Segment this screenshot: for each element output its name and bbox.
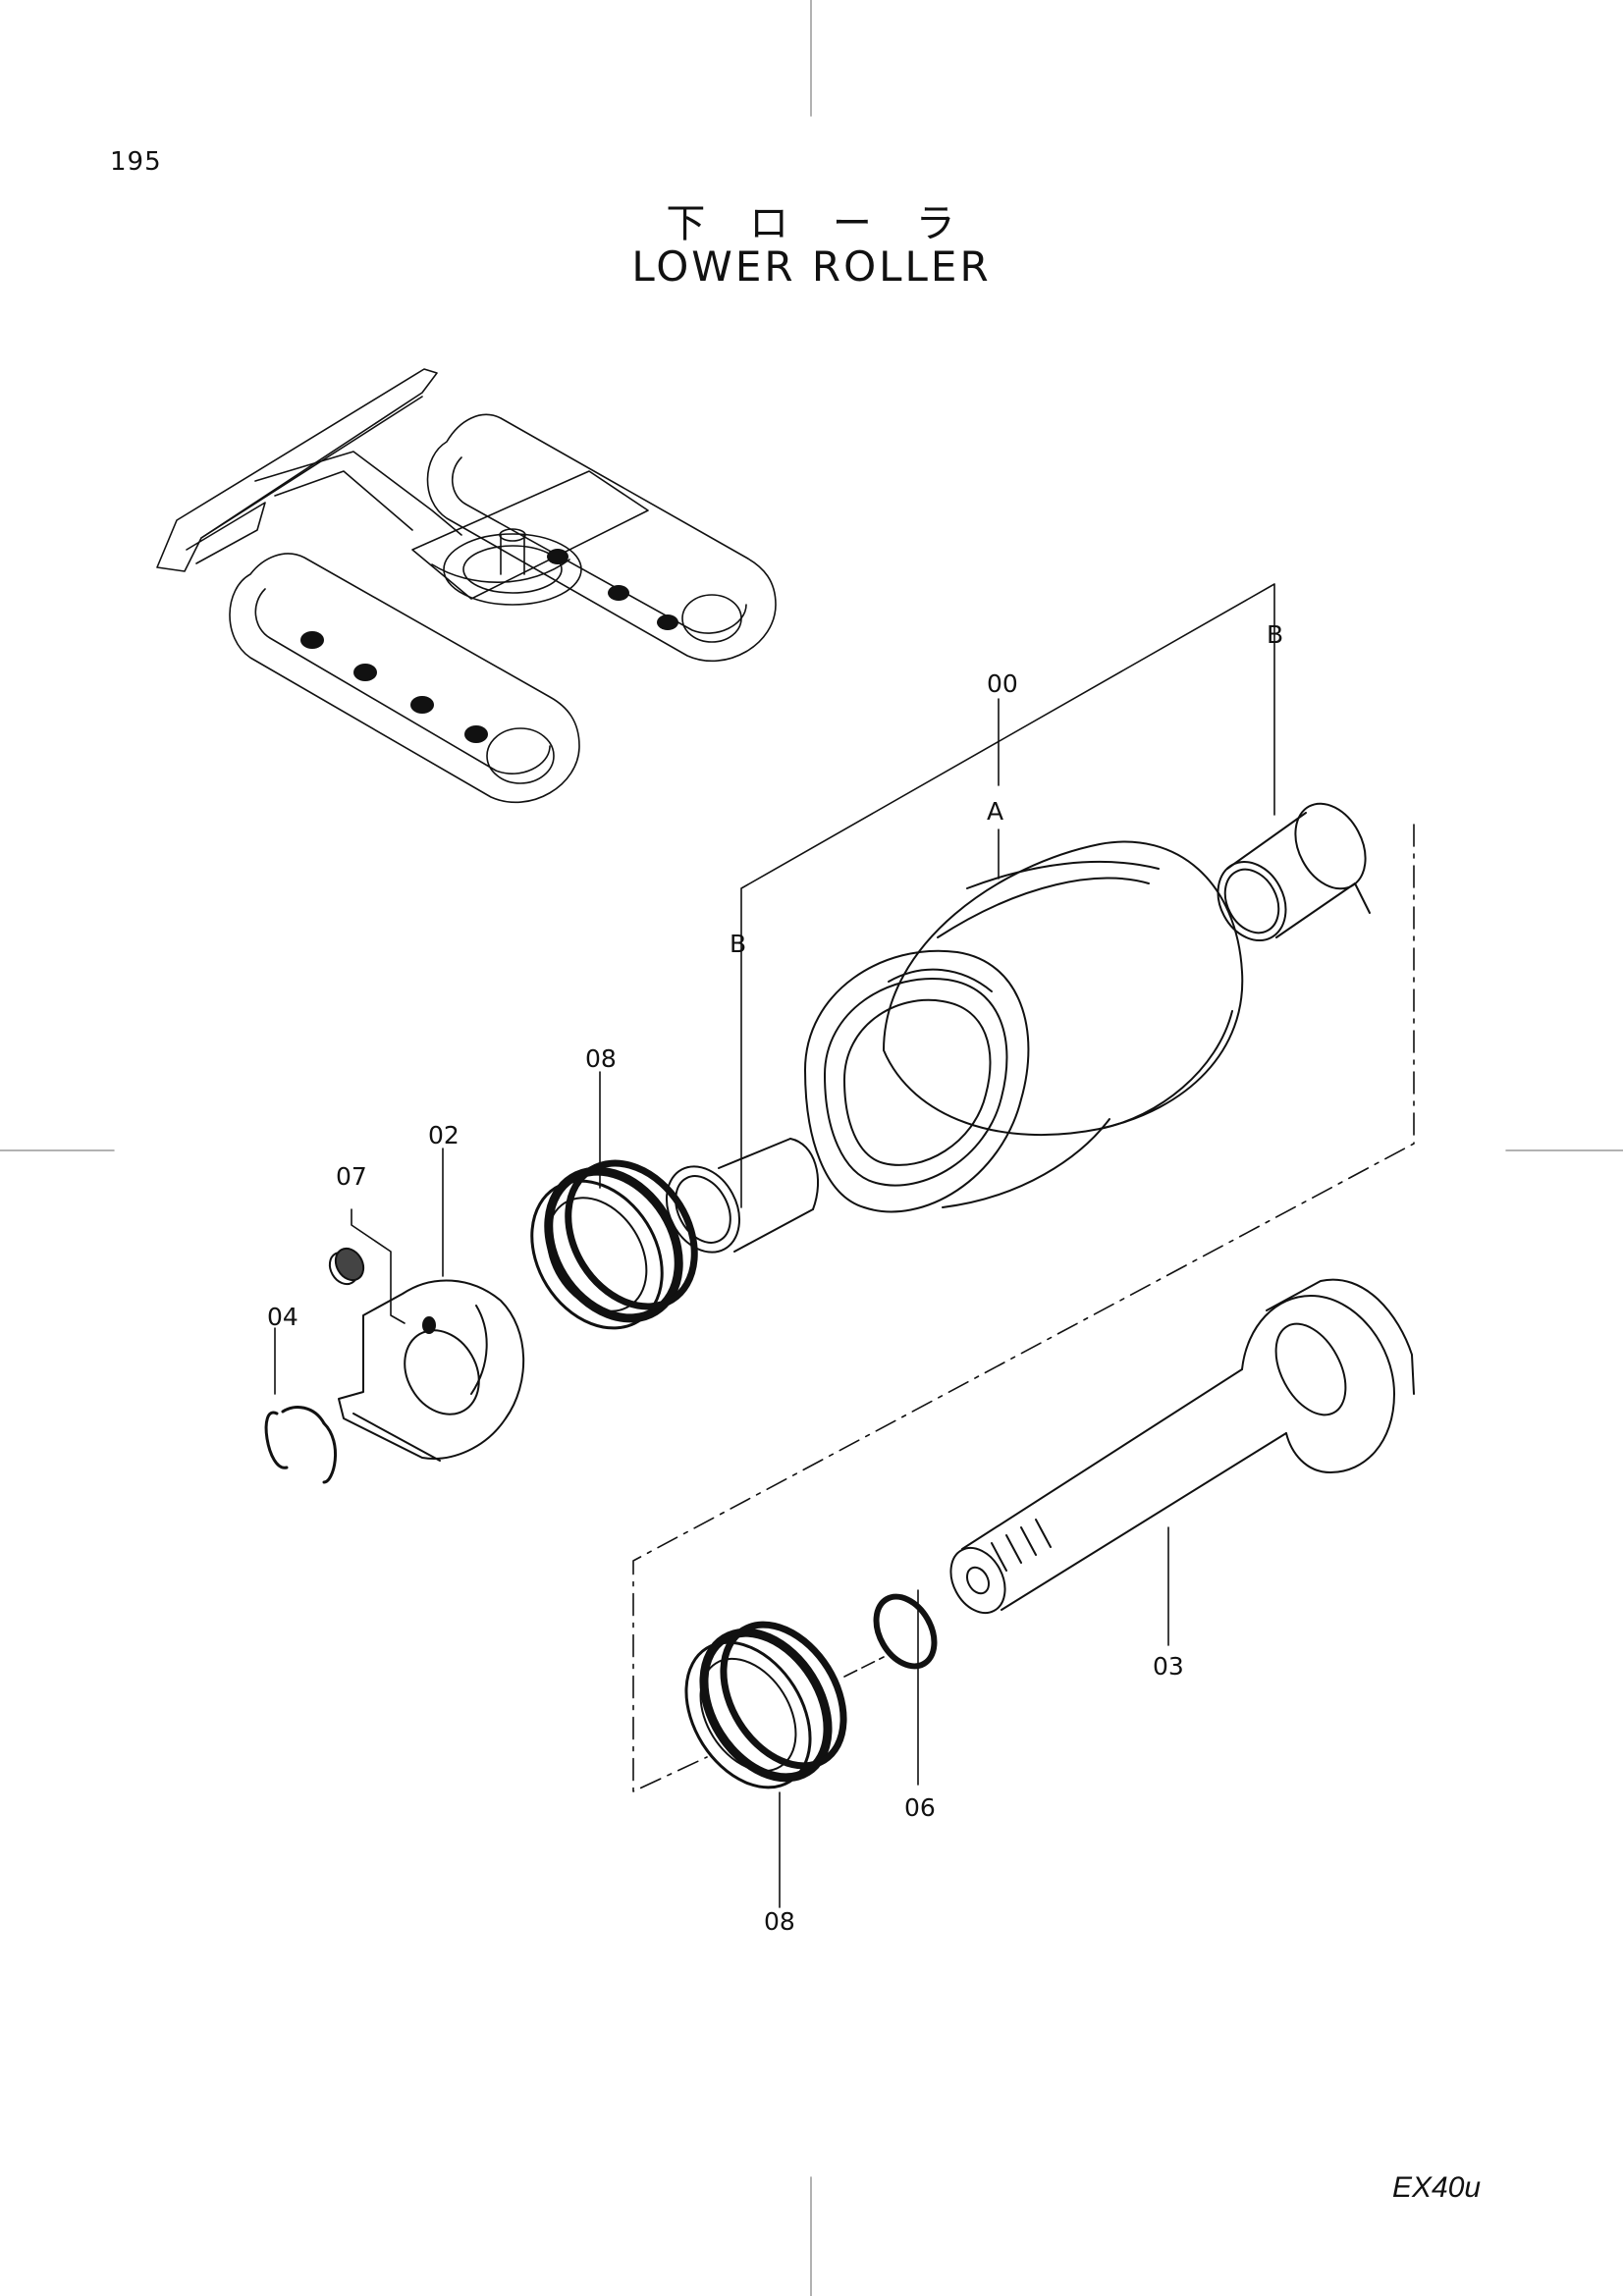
- snap-ring-04: [264, 1406, 338, 1484]
- shaft-03: [949, 1278, 1415, 1615]
- model-label: EX40u: [1392, 2171, 1482, 2204]
- page-number: 195: [110, 147, 162, 177]
- callout-07: 07: [336, 1162, 367, 1191]
- floating-seal-08-upper: [530, 1159, 698, 1330]
- o-ring-06: [873, 1593, 938, 1670]
- callout-b-middle: B: [730, 930, 746, 958]
- callout-08-lower: 08: [764, 1907, 795, 1936]
- callout-03: 03: [1153, 1652, 1184, 1681]
- floating-seal-08-lower: [684, 1621, 847, 1789]
- plug-07: [328, 1247, 365, 1286]
- collar-02: [338, 1279, 525, 1462]
- callout-a: A: [987, 797, 1003, 826]
- bushing-b-upper: [1217, 802, 1371, 942]
- callout-b-top: B: [1267, 620, 1283, 649]
- callout-06: 06: [904, 1793, 936, 1822]
- undercarriage-overview-illustration: [156, 368, 777, 803]
- title-english: LOWER ROLLER: [631, 242, 992, 291]
- callout-00: 00: [987, 669, 1018, 698]
- callout-02: 02: [428, 1121, 460, 1149]
- bushing-b-middle: [666, 1138, 820, 1254]
- callout-04: 04: [267, 1303, 298, 1331]
- callout-labels: 00 A B B 08 02 07 04 03 06 08: [267, 620, 1283, 1936]
- callout-08-upper: 08: [585, 1044, 617, 1073]
- roller-body-part-a: [804, 840, 1244, 1213]
- assembly-leader-lines: [274, 583, 1415, 1908]
- title-japanese: 下 ロ ー ラ: [666, 201, 957, 246]
